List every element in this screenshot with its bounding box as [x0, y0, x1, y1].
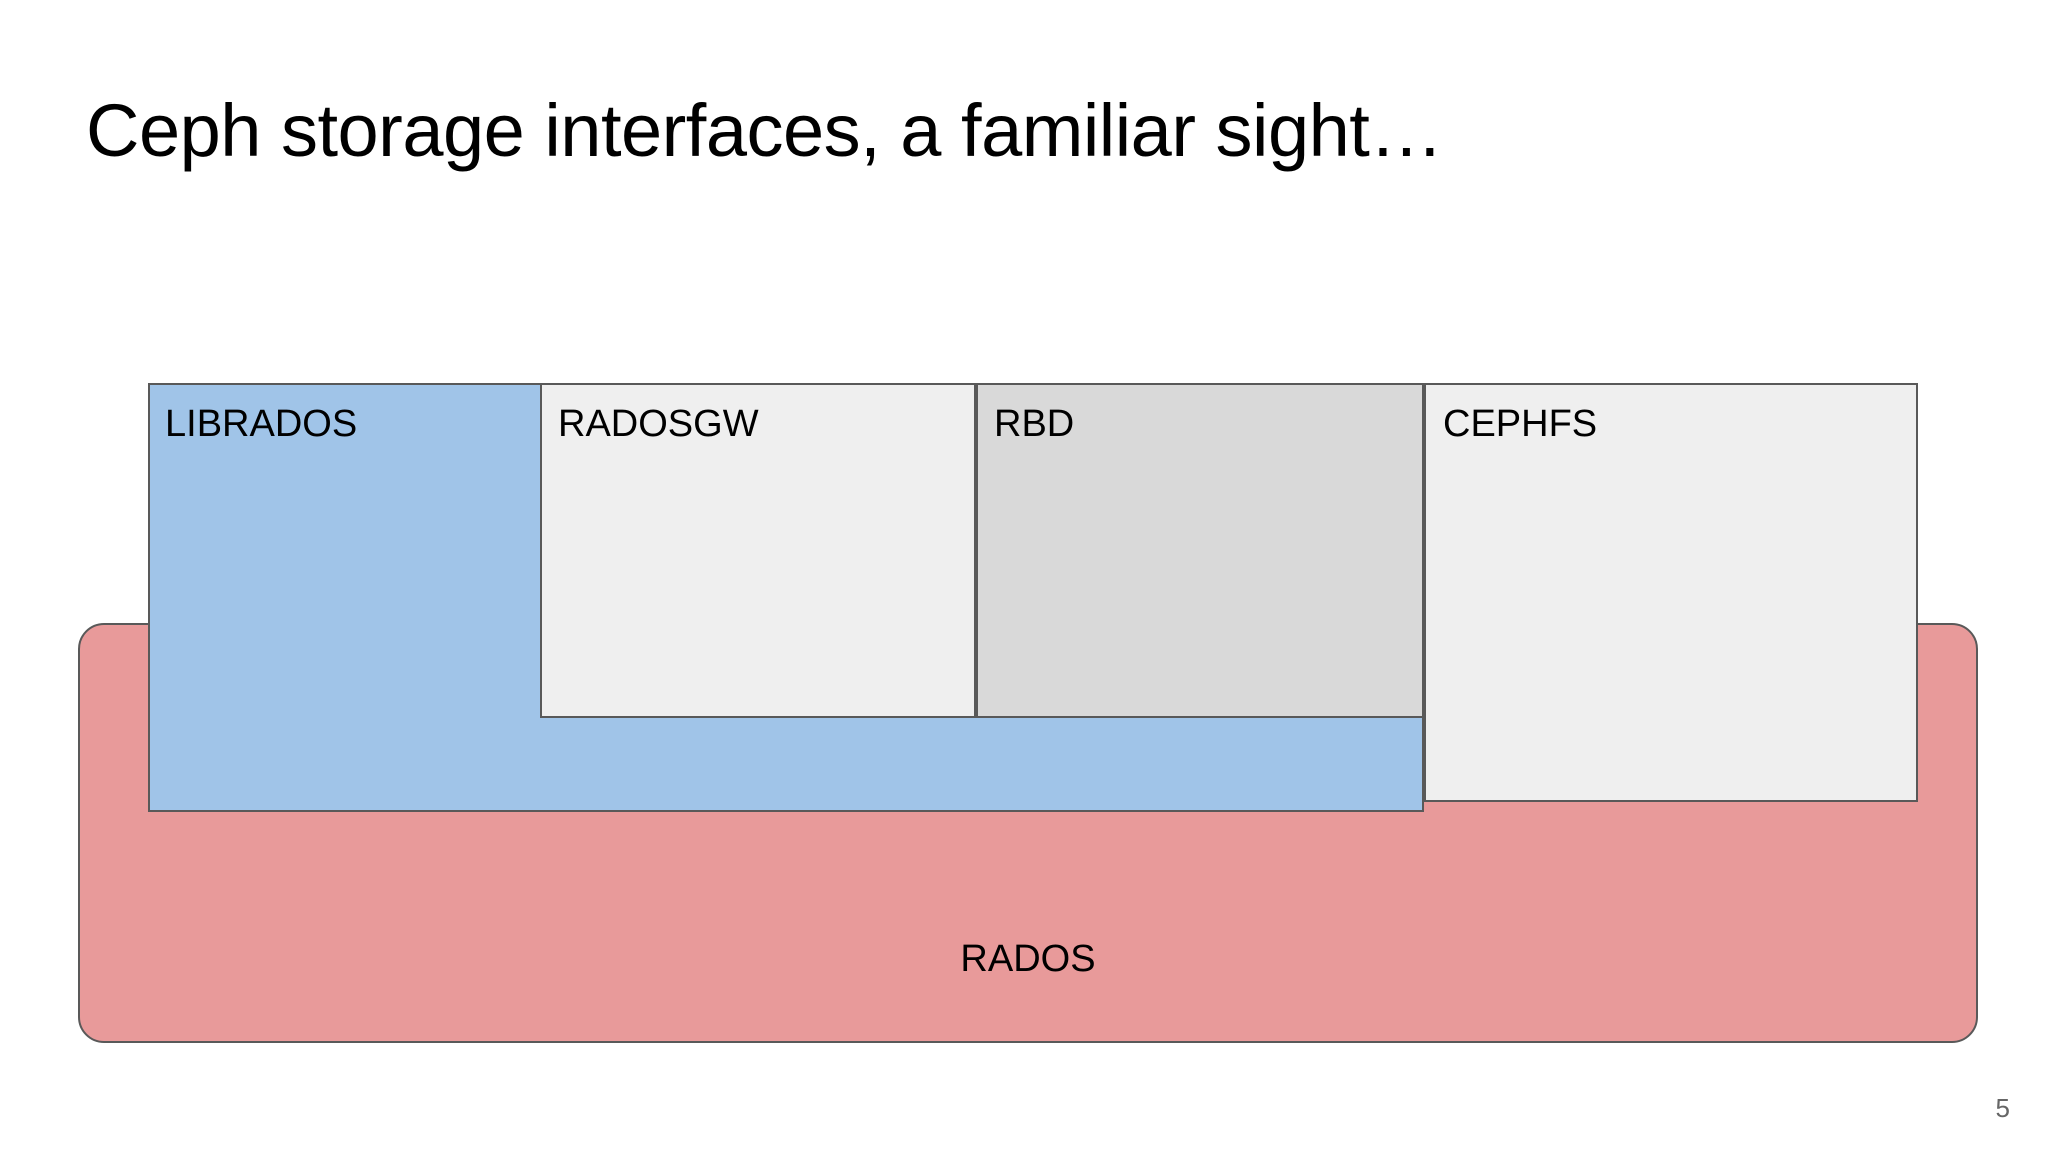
cephfs-layer-box[interactable] [1424, 383, 1918, 802]
rbd-layer-label: RBD [994, 403, 1075, 445]
page-title: Ceph storage interfaces, a familiar sigh… [86, 89, 1443, 172]
radosgw-layer-label: RADOSGW [558, 403, 759, 445]
rbd-layer-box[interactable] [976, 383, 1424, 718]
slide-page-number: 5 [1995, 1093, 2010, 1123]
radosgw-layer-box[interactable] [540, 383, 976, 718]
cephfs-layer-label: CEPHFS [1443, 403, 1598, 445]
librados-layer-label: LIBRADOS [165, 403, 358, 445]
rados-layer-label: RADOS [960, 938, 1096, 980]
